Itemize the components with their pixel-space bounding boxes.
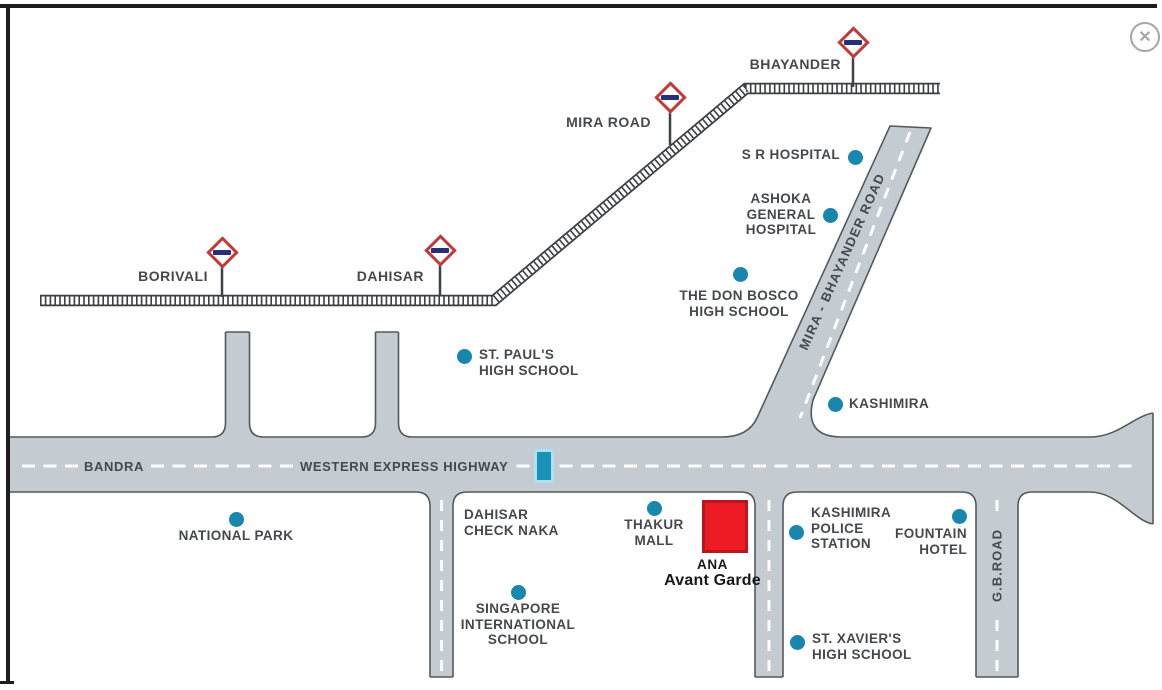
landmark-label: KASHIMIRA xyxy=(849,396,930,411)
landmark-dot-icon xyxy=(646,500,662,516)
project-name: ANA xyxy=(696,557,729,572)
landmark-dot-icon xyxy=(510,584,526,600)
station-label-mira-road: MIRA ROAD xyxy=(566,114,651,130)
side-road-centerlines xyxy=(440,131,999,671)
landmark-label: THE DON BOSCO HIGH SCHOOL xyxy=(679,288,799,319)
landmark-dot-icon xyxy=(788,524,804,540)
road-label-bandra: BANDRA xyxy=(78,458,150,475)
landmark-label: KASHIMIRA POLICE STATION xyxy=(811,505,892,551)
landmark-label: S R HOSPITAL xyxy=(741,147,840,162)
landmark-label: NATIONAL PARK xyxy=(178,528,294,543)
sign-bar xyxy=(431,247,449,253)
map-border-top xyxy=(0,4,1157,8)
landmark-label: ST. PAUL'S HIGH SCHOOL xyxy=(479,347,579,378)
landmark-dot-icon xyxy=(732,266,748,282)
landmark-label: SINGAPORE INTERNATIONAL SCHOOL xyxy=(460,601,576,647)
map-border-left xyxy=(6,4,10,684)
project-label: ANA Avant Garde xyxy=(640,557,785,590)
landmark-dot-icon xyxy=(456,348,472,364)
landmark-label: THAKUR MALL xyxy=(624,517,684,548)
landmark-dot-icon xyxy=(951,508,967,524)
landmark-label: ST. XAVIER'S HIGH SCHOOL xyxy=(812,631,912,662)
sign-bar xyxy=(213,249,231,255)
project-marker xyxy=(702,500,748,553)
road-edges xyxy=(9,125,1154,678)
station-label-borivali: BORIVALI xyxy=(138,268,208,284)
sign-bar xyxy=(844,39,862,45)
railway-station-sign-icon xyxy=(423,233,457,267)
road-label-western-express-highway: WESTERN EXPRESS HIGHWAY xyxy=(294,458,515,475)
road-fill xyxy=(9,126,1153,677)
landmark-label: DAHISAR CHECK NAKA xyxy=(464,507,559,538)
project-subtitle: Avant Garde xyxy=(664,572,761,589)
railway-station-sign-icon xyxy=(836,25,870,59)
close-icon[interactable]: ✕ xyxy=(1130,22,1160,52)
sign-bar xyxy=(661,94,679,100)
road-label-gb-road: G.B.ROAD xyxy=(989,519,1005,612)
railway-station-sign-icon xyxy=(205,235,239,269)
landmark-dot-icon xyxy=(847,149,863,165)
toll-plaza-marker xyxy=(534,449,554,483)
station-label-bhayander: BHAYANDER xyxy=(749,56,841,72)
landmark-dot-icon xyxy=(822,207,838,223)
station-label-dahisar: DAHISAR xyxy=(356,268,424,284)
landmark-label: ASHOKA GENERAL HOSPITAL xyxy=(745,191,817,237)
landmark-dot-icon xyxy=(827,396,843,412)
landmark-label: FOUNTAIN HOTEL xyxy=(895,526,967,557)
station-sign-poles xyxy=(220,54,855,297)
landmark-dot-icon xyxy=(789,634,805,650)
railway-station-sign-icon xyxy=(653,80,687,114)
landmark-dot-icon xyxy=(228,511,244,527)
map-border-bottom-stub xyxy=(0,681,14,684)
